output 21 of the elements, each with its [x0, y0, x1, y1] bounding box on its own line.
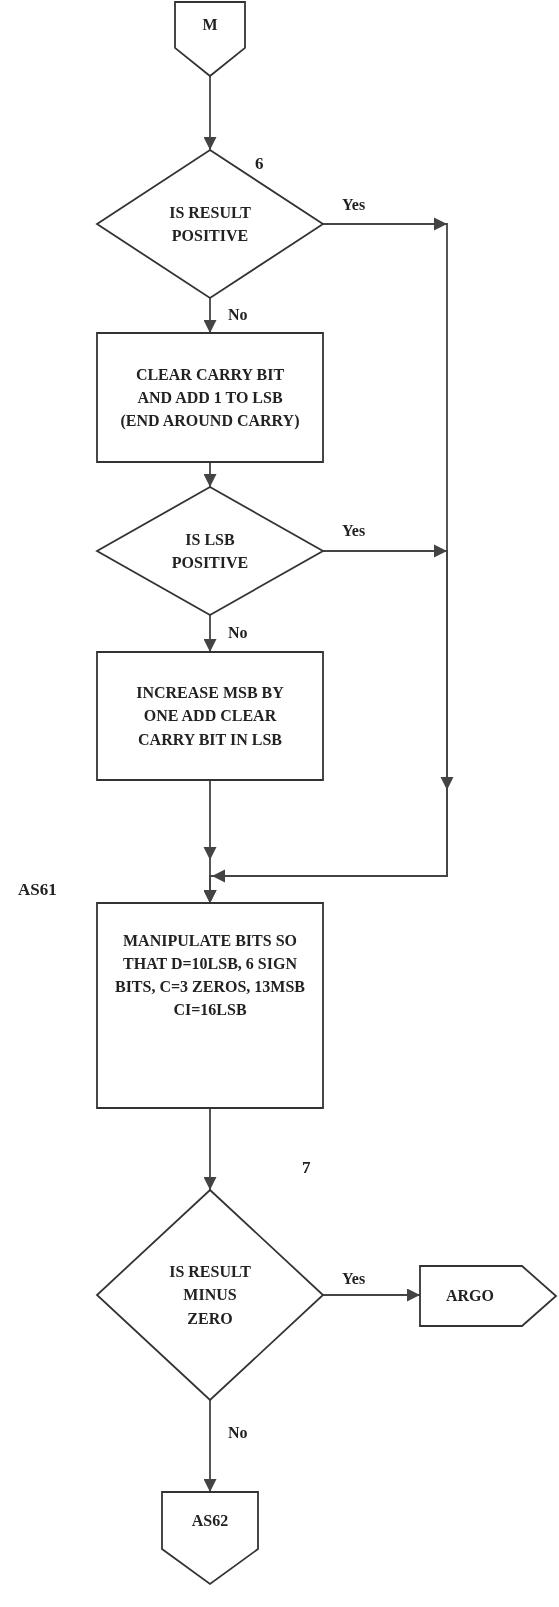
offpage-connector — [175, 2, 245, 76]
node-text: M — [202, 15, 218, 36]
node-annotation: AS61 — [18, 880, 57, 900]
node-annotation: 7 — [302, 1158, 311, 1178]
process-box — [97, 333, 323, 462]
process-box — [97, 652, 323, 780]
decision-diamond — [97, 487, 323, 615]
node-text: ARGO — [446, 1286, 494, 1307]
node-text: CLEAR CARRY BIT AND ADD 1 TO LSB (END AROUND CARRY) — [119, 364, 301, 432]
node-text: AS62 — [191, 1511, 229, 1532]
node-text: IS RESULT MINUS ZERO — [168, 1262, 252, 1329]
offpage-connector — [420, 1266, 556, 1326]
node-text: MANIPULATE BITS SO THAT D=10LSB, 6 SIGN BITS, C=3 ZEROS, 13MSB CI=16LSB — [113, 930, 307, 1021]
node-annotation: 6 — [255, 154, 264, 174]
node-text: IS LSB POSITIVE — [170, 529, 250, 573]
process-box — [97, 903, 323, 1108]
decision-diamond — [97, 150, 323, 298]
offpage-connector — [162, 1492, 258, 1584]
decision-diamond — [97, 1190, 323, 1400]
node-text: INCREASE MSB BY ONE ADD CLEAR CARRY BIT IN LSB — [135, 683, 285, 750]
node-text: IS RESULT POSITIVE — [168, 202, 252, 246]
